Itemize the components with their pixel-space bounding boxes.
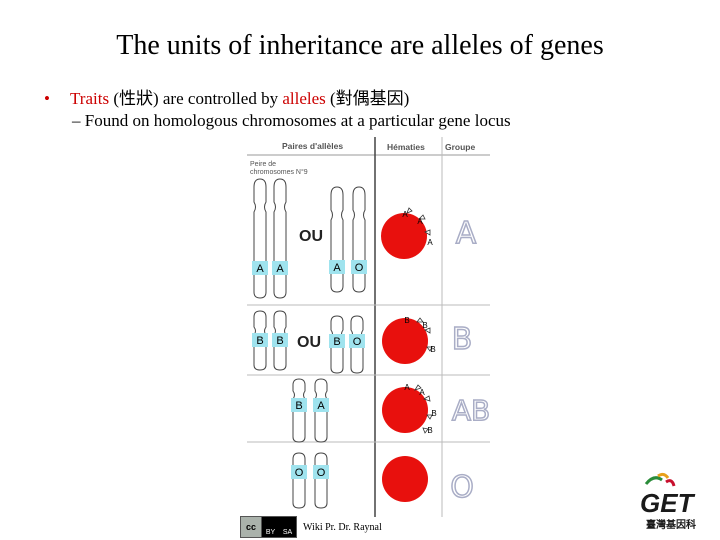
- allele-b-2: B: [276, 335, 283, 347]
- get-logo: GET 臺灣基因科: [640, 472, 696, 531]
- or-label-1: OU: [299, 228, 323, 245]
- antigen-label-b-2: B: [422, 321, 427, 330]
- antigen-label-a-3: A: [427, 238, 433, 247]
- antigen-label-b-3: B: [430, 345, 435, 354]
- cc-license-badge: cc BY SA: [240, 516, 297, 538]
- allele-a-1: A: [256, 263, 264, 275]
- logo-swoosh-orange: [657, 472, 670, 479]
- term-traits-zh: (性狀): [113, 89, 159, 108]
- bullet-symbol: •: [44, 89, 50, 108]
- or-label-2: OU: [297, 334, 321, 351]
- header-pairs: Paires d'allèles: [282, 141, 343, 151]
- slide-title: The units of inheritance are alleles of …: [116, 30, 604, 61]
- chromosome-pair-bb: B B: [252, 310, 288, 371]
- allele-b-4: B: [295, 400, 302, 412]
- logo-text: GET: [640, 488, 696, 518]
- allele-o-4: O: [317, 467, 326, 479]
- allele-o-1: O: [355, 262, 364, 274]
- term-traits: Traits: [70, 89, 110, 108]
- allele-b-1: B: [256, 335, 263, 347]
- group-letter-b: B: [452, 322, 473, 357]
- chromosome-pair-ba: B A: [291, 378, 329, 443]
- cc-by-label: BY: [265, 529, 276, 536]
- sub-bullet: – Found on homologous chromosomes at a p…: [72, 111, 511, 130]
- cc-sa-label: SA: [282, 529, 293, 536]
- logo-subtext: 臺灣基因科: [646, 518, 696, 531]
- antigen-label-b-1: B: [404, 316, 409, 325]
- antigen-label-ab-4: B: [427, 426, 432, 435]
- antigen-label-a-1: A: [402, 210, 408, 219]
- subheader-line-2: chromosomes N°9: [250, 168, 308, 176]
- group-letter-ab: AB: [452, 394, 490, 427]
- term-alleles-zh: (對偶基因): [330, 89, 410, 108]
- chromosome-pair-ao: A O: [329, 186, 367, 293]
- allele-b-3: B: [333, 336, 340, 348]
- allele-a-2: A: [276, 263, 284, 275]
- group-letter-a: A: [456, 216, 477, 251]
- antigen-label-ab-2: A: [419, 388, 425, 397]
- red-cell-b: B B B: [382, 316, 436, 364]
- cc-icon: cc: [241, 517, 262, 537]
- chromosome-pair-aa: A A: [252, 178, 288, 299]
- allele-a-4: A: [317, 400, 325, 412]
- logo-swoosh-red: [665, 479, 676, 487]
- bullet-middle-text: are controlled by: [162, 89, 279, 108]
- antigen-label-ab-1: A: [404, 383, 410, 392]
- red-cell-a: A A A: [381, 207, 433, 259]
- bullet-traits: • Traits (性狀) are controlled by alleles (…: [44, 84, 409, 109]
- subheader-line-1: Peire de: [250, 161, 276, 168]
- red-cell-o: [382, 456, 428, 502]
- allele-a-3: A: [333, 262, 341, 274]
- allele-o-2: O: [353, 336, 362, 348]
- blood-group-figure: Paires d'allèles Hématies Groupe Peire d…: [247, 137, 490, 517]
- logo-swoosh-green: [644, 476, 663, 485]
- chromosome-pair-bo: B O: [329, 315, 365, 374]
- image-credit: cc BY SA Wiki Pr. Dr. Raynal: [240, 516, 382, 538]
- antigen-label-a-2: A: [417, 217, 423, 226]
- group-letter-o: O: [450, 470, 474, 505]
- header-groupe: Groupe: [445, 142, 475, 152]
- antigen-label-ab-3: B: [431, 409, 436, 418]
- allele-o-3: O: [295, 467, 304, 479]
- credit-text: Wiki Pr. Dr. Raynal: [303, 521, 382, 533]
- chromosome-pair-oo: O O: [291, 452, 329, 509]
- header-hematies: Hématies: [387, 142, 425, 152]
- term-alleles: alleles: [282, 89, 326, 108]
- red-cell-ab: A A B B: [382, 383, 437, 435]
